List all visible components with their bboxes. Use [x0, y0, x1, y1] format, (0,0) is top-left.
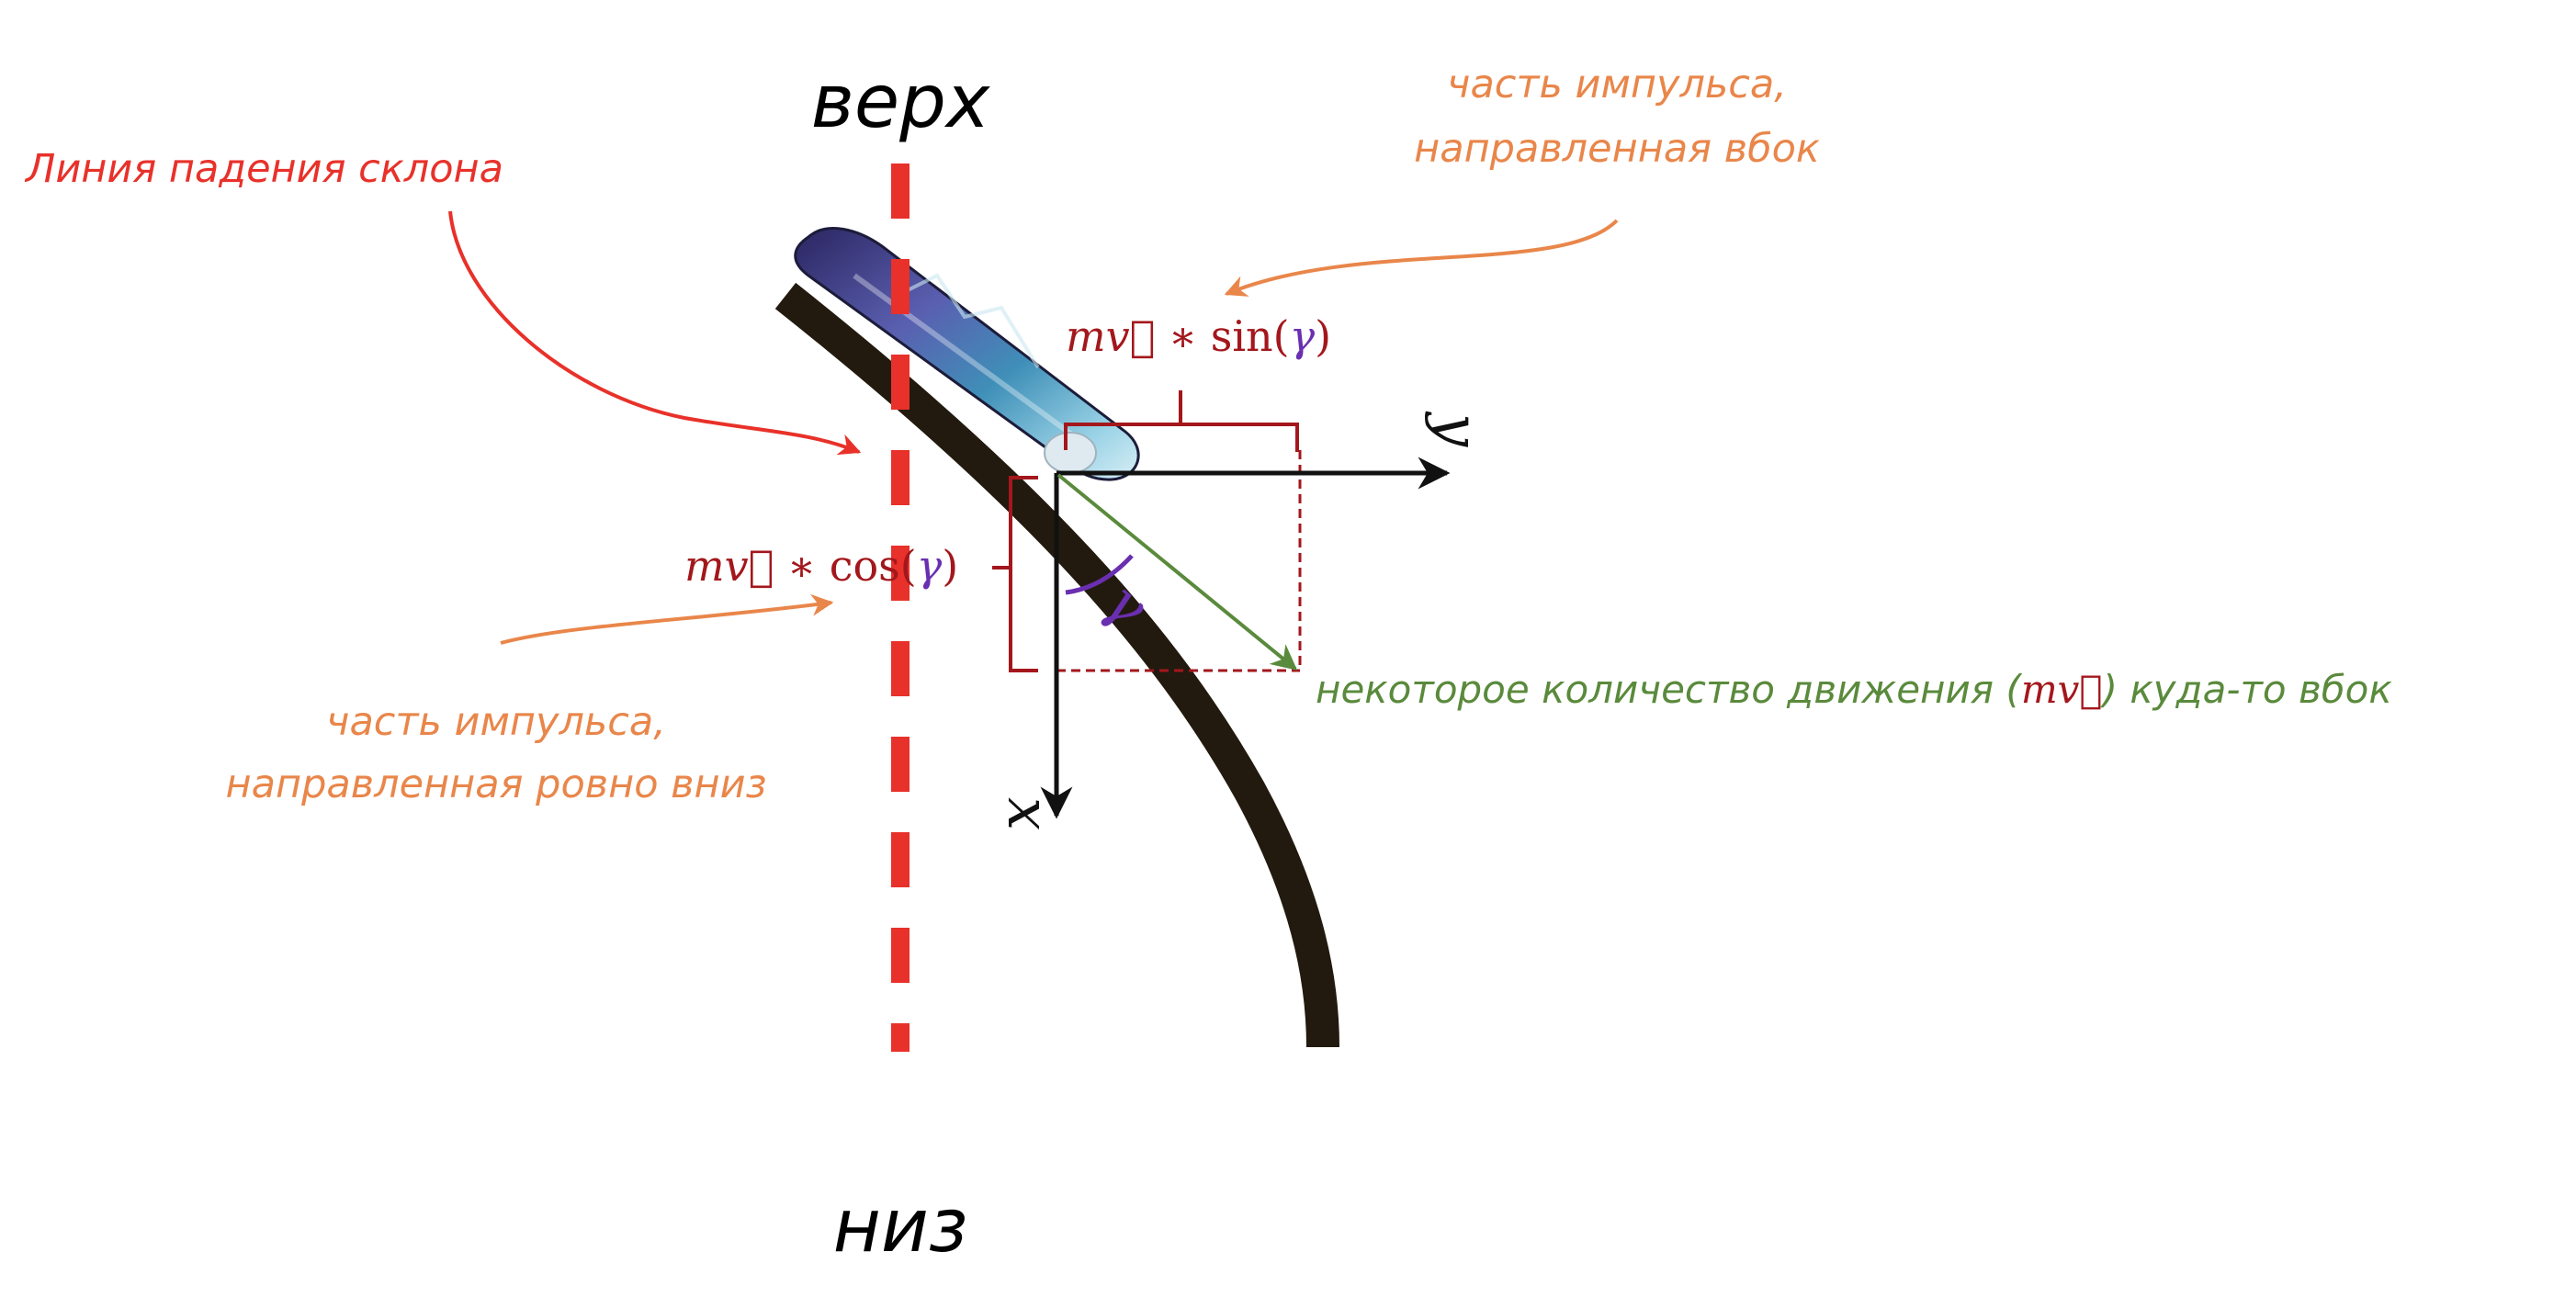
cos-formula-close: ): [942, 541, 958, 591]
fall-line-pointer: [448, 210, 862, 456]
side-part-label-line1: часть импульса,: [1447, 62, 1787, 107]
bottom-label: низ: [833, 1183, 968, 1269]
cos-formula-gamma: γ: [917, 541, 943, 591]
momentum-label-suffix: ) куда-то вбок: [2100, 667, 2393, 712]
momentum-vector: [1056, 473, 1298, 671]
down-part-pointer: [500, 593, 834, 645]
sin-brace: [1064, 390, 1299, 452]
fall-line-label: Линия падения склона: [24, 146, 503, 192]
side-part-pointer: [1224, 219, 1619, 297]
sin-formula-mv: mv⃗: [1066, 311, 1155, 361]
top-label: верх: [811, 59, 991, 144]
cos-formula-mv: mv⃗: [684, 541, 774, 591]
momentum-label: некоторое количество движения (mv⃗) куда…: [1316, 667, 2392, 712]
sin-formula-op: ∗ sin(: [1155, 311, 1289, 361]
side-part-label-line2: направленная вбок: [1414, 126, 1820, 172]
y-axis-label: y: [1423, 411, 1491, 447]
gamma-angle-arc: [1065, 554, 1134, 595]
momentum-label-prefix: некоторое количество движения (: [1316, 667, 2022, 712]
cos-formula: mv⃗ ∗ cos(γ): [684, 541, 958, 591]
cos-brace: [992, 476, 1038, 672]
momentum-label-mv: mv⃗: [2021, 667, 2103, 712]
cos-formula-op: ∗ cos(: [774, 541, 917, 591]
sin-formula-close: ): [1315, 311, 1331, 361]
down-part-label-line1: часть импульса,: [326, 699, 666, 745]
sin-formula: mv⃗ ∗ sin(γ): [1066, 311, 1331, 361]
sin-formula-gamma: γ: [1290, 311, 1316, 361]
down-part-label-line2: направленная ровно вниз: [226, 761, 767, 807]
slope-track: [774, 282, 1339, 1048]
x-axis-label: x: [994, 797, 1062, 830]
